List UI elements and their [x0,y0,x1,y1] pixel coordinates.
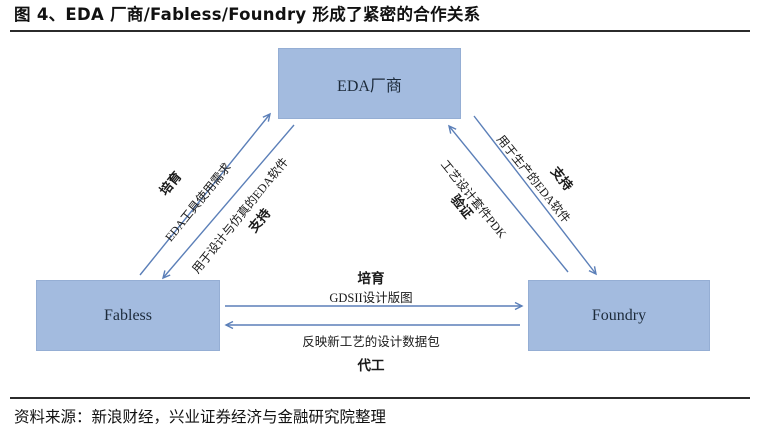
arrow-foundry-to-eda [448,124,569,273]
edge-label-fabless-foundry-bold: 培育 [357,271,385,287]
figure-title: 图 4、EDA 厂商/Fabless/Foundry 形成了紧密的合作关系 [14,5,481,24]
source-rule [10,397,750,399]
edge-label-foundry-fabless-text: 反映新工艺的设计数据包 [302,335,440,349]
node-fabless: Fabless [36,280,220,351]
figure-source: 资料来源：新浪财经，兴业证券经济与金融研究院整理 [14,408,387,426]
arrow-eda-to-fabless [161,124,295,280]
node-foundry: Foundry [528,280,710,351]
title-rule [10,30,750,32]
edge-label-foundry-fabless-bold: 代工 [357,358,385,374]
arrow-fabless-to-eda [139,112,271,276]
node-eda-vendor: EDA厂商 [278,48,461,119]
arrow-eda-to-foundry [473,115,597,276]
edge-label-fabless-foundry-text: GDSII设计版图 [329,291,413,305]
